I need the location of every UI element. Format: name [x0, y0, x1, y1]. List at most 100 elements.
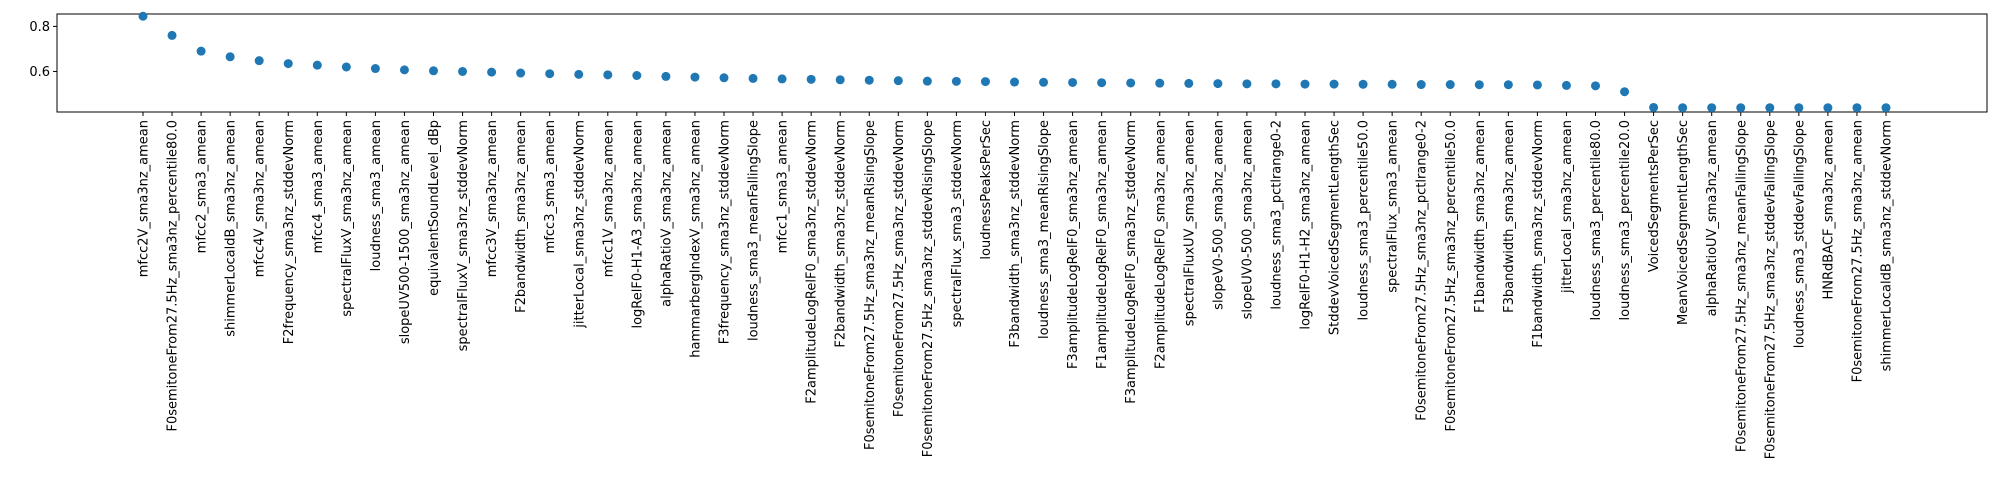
data-point — [1474, 80, 1484, 90]
x-tick-label: F2bandwidth_sma3nz_stddevNorm — [834, 120, 849, 348]
x-tick-label: loudness_sma3_amean — [369, 120, 384, 271]
y-tick-label: 0.8 — [29, 20, 50, 35]
x-tick-label: F2frequency_sma3nz_stddevNorm — [282, 120, 297, 344]
data-point — [748, 73, 758, 83]
x-tick-label: mfcc3_sma3_amean — [543, 120, 558, 253]
data-point — [1561, 80, 1571, 90]
x-tick-label: F3bandwidth_sma3nz_amean — [1502, 120, 1517, 313]
y-tick-label: 0.6 — [29, 65, 50, 80]
x-tick-label: F1bandwidth_sma3nz_stddevNorm — [1531, 120, 1546, 348]
x-tick-label: spectralFluxV_sma3nz_amean — [340, 120, 355, 317]
x-tick-label: hammarbergIndexV_sma3nz_amean — [688, 120, 703, 358]
data-point — [690, 72, 700, 82]
x-tick-label: F0semitoneFrom27.5Hz_sma3nz_stddevRising… — [921, 120, 936, 457]
data-point — [429, 66, 438, 76]
x-tick-label: F0semitoneFrom27.5Hz_sma3nz_percentile80… — [166, 120, 181, 432]
x-tick-label: slopeUV0-500_sma3nz_amean — [1240, 120, 1255, 319]
x-tick-label: F3amplitudeLogRelF0_sma3nz_stddevNorm — [1124, 120, 1139, 404]
data-point — [341, 62, 351, 72]
data-point — [632, 71, 642, 81]
data-point — [661, 71, 671, 81]
x-tick-label: spectralFlux_sma3_stddevNorm — [950, 120, 965, 327]
data-point — [1765, 103, 1775, 113]
x-tick-label: F3amplitudeLogRelF0_sma3nz_amean — [1066, 120, 1081, 369]
x-tick-label: F2amplitudeLogRelF0_sma3nz_amean — [1153, 120, 1168, 369]
x-tick-label: F0semitoneFrom27.5Hz_sma3nz_meanFallingS… — [1734, 120, 1749, 452]
data-point — [312, 60, 322, 70]
data-point — [1416, 80, 1426, 90]
x-tick-label: shimmerLocaldB_sma3nz_stddevNorm — [1880, 120, 1895, 371]
data-point — [806, 74, 816, 84]
data-point — [603, 70, 613, 80]
x-tick-label: jitterLocal_sma3nz_amean — [1560, 120, 1575, 294]
x-tick-label: F0semitoneFrom27.5Hz_sma3nz_amean — [1850, 120, 1865, 382]
x-tick-label: F2amplitudeLogRelF0_sma3nz_stddevNorm — [805, 120, 820, 404]
data-point — [574, 69, 584, 79]
data-point — [225, 52, 235, 62]
x-tick-label: F1amplitudeLogRelF0_sma3nz_amean — [1095, 120, 1110, 369]
data-point — [980, 77, 990, 87]
x-tick-label: StddevVoicedSegmentLengthSec — [1328, 120, 1343, 335]
data-point — [893, 76, 903, 86]
x-tick-label: spectralFluxV_sma3nz_stddevNorm — [456, 120, 471, 351]
data-point — [1736, 103, 1746, 113]
x-tick-label: loudness_sma3_percentile20.0 — [1618, 120, 1633, 320]
data-point — [1271, 79, 1281, 89]
data-point — [545, 69, 555, 79]
x-tick-label: mfcc1V_sma3nz_amean — [601, 120, 616, 277]
x-tick-label: jitterLocal_sma3nz_stddevNorm — [572, 120, 587, 329]
data-point — [254, 56, 264, 66]
x-tick-label: loudness_sma3_pctlrange0-2 — [1269, 120, 1284, 310]
data-point — [370, 64, 380, 74]
x-tick-label: shimmerLocaldB_sma3nz_amean — [224, 120, 239, 337]
data-point — [1881, 103, 1891, 113]
data-point — [1010, 77, 1019, 87]
data-point — [1707, 103, 1717, 113]
data-point — [458, 66, 468, 76]
data-point — [196, 46, 206, 56]
data-point — [1039, 77, 1049, 87]
x-tick-label: logRelF0-H1-A3_sma3nz_amean — [630, 120, 645, 329]
data-point — [1649, 102, 1659, 112]
y-axis: 0.6 0.8 — [29, 20, 57, 80]
data-point — [951, 76, 961, 86]
data-point — [1445, 80, 1455, 90]
x-tick-label: loudness_sma3_percentile50.0 — [1357, 120, 1372, 320]
data-point — [1503, 80, 1513, 90]
x-tick-label: spectralFlux_sma3_amean — [1386, 120, 1401, 293]
x-tick-label: MeanVoicedSegmentLengthSec — [1676, 120, 1691, 325]
x-tick-label: loudness_sma3_meanFallingSlope — [747, 120, 762, 341]
x-tick-label: HNRdBACF_sma3nz_amean — [1821, 120, 1836, 300]
x-tick-label: F0semitoneFrom27.5Hz_sma3nz_stddevFallin… — [1763, 120, 1778, 459]
x-tick-label: F0semitoneFrom27.5Hz_sma3nz_stddevNorm — [892, 120, 907, 417]
data-point — [138, 11, 148, 21]
x-tick-label: slopeV0-500_sma3nz_amean — [1211, 120, 1226, 310]
data-point — [1155, 78, 1165, 88]
data-point — [167, 30, 177, 40]
data-point — [1358, 79, 1368, 89]
data-point — [1242, 79, 1252, 89]
data-point — [516, 68, 526, 78]
data-point — [1300, 79, 1310, 89]
x-tick-label: mfcc1_sma3_amean — [776, 120, 791, 253]
data-point — [1329, 79, 1339, 89]
data-point — [1532, 80, 1542, 90]
data-point — [1591, 81, 1600, 91]
x-tick-label: loudnessPeaksPerSec — [979, 120, 994, 260]
data-point — [1678, 103, 1688, 113]
x-tick-label: F3bandwidth_sma3nz_stddevNorm — [1008, 120, 1023, 348]
x-tick-label: F3frequency_sma3nz_stddevNorm — [718, 120, 733, 344]
data-point — [1794, 103, 1804, 113]
x-tick-label: mfcc3V_sma3nz_amean — [485, 120, 500, 277]
x-tick-label: mfcc2_sma3_amean — [195, 120, 210, 253]
data-point — [864, 75, 874, 85]
x-tick-label: loudness_sma3_meanRisingSlope — [1037, 120, 1052, 339]
x-tick-label: mfcc4V_sma3nz_amean — [253, 120, 268, 277]
x-tick-label: alphaRatioUV_sma3nz_amean — [1705, 120, 1720, 316]
x-tick-label: F2bandwidth_sma3nz_amean — [514, 120, 529, 313]
data-point — [487, 67, 497, 77]
data-point — [1213, 79, 1223, 89]
data-point — [1068, 77, 1078, 87]
